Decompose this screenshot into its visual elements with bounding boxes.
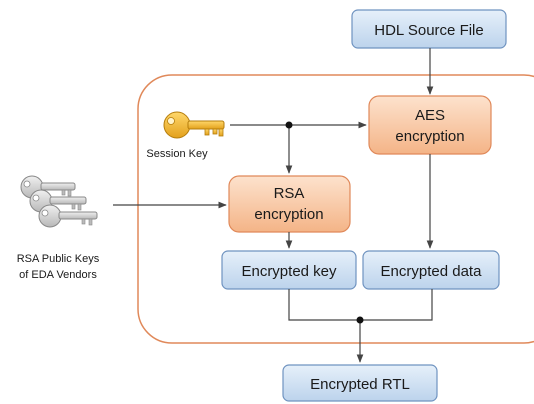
gray-key-icon [38, 204, 98, 228]
junction-dot-session [285, 121, 293, 129]
encrypted-data-node: Encrypted data [362, 250, 500, 290]
public-keys-label-line1: RSA Public Keys [17, 253, 100, 265]
session-key-label: Session Key [146, 148, 208, 160]
rsa-label-line2: encryption [254, 206, 323, 223]
hdl-source-file-node: HDL Source File [351, 9, 507, 49]
rsa-label-line1: RSA [274, 185, 305, 202]
aes-encryption-node: AES encryption [368, 95, 492, 155]
encrypted-rtl-label: Encrypted RTL [310, 376, 410, 393]
hdl-source-file-label: HDL Source File [374, 22, 483, 39]
encrypted-key-node: Encrypted key [221, 250, 357, 290]
encryption-container [137, 74, 534, 344]
encrypted-data-label: Encrypted data [381, 263, 483, 280]
aes-label-line1: AES [415, 107, 445, 124]
junction-dot-merge [356, 316, 364, 324]
session-key-icon [163, 111, 225, 139]
public-keys-icon [20, 175, 98, 228]
public-keys-label-line2: of EDA Vendors [19, 269, 97, 281]
encrypted-key-label: Encrypted key [241, 263, 337, 280]
aes-label-line2: encryption [395, 128, 464, 145]
merge-line [288, 289, 433, 321]
rsa-encryption-node: RSA encryption [228, 175, 351, 233]
encrypted-rtl-node: Encrypted RTL [282, 364, 438, 402]
